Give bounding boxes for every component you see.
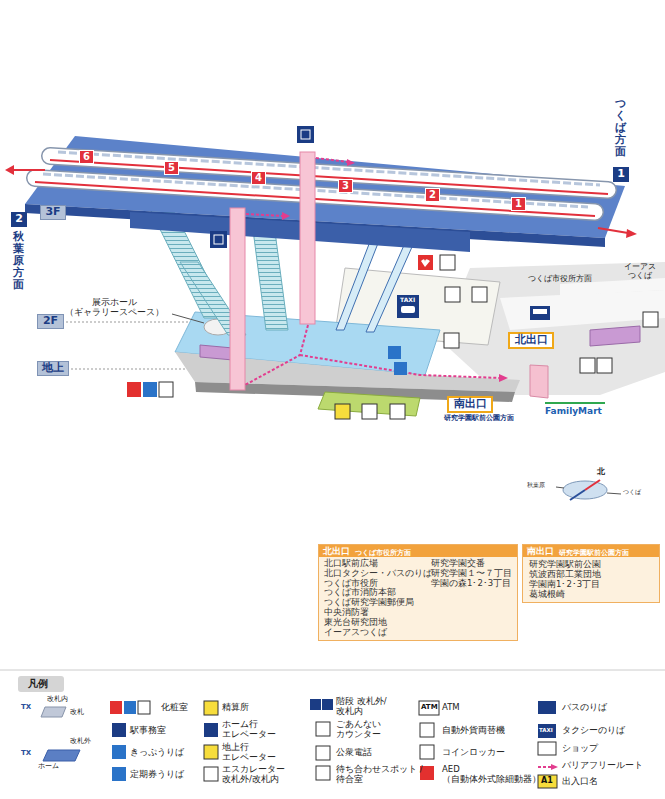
floor-label-text: 地上 [42,362,64,375]
track-number: 5 [164,161,179,175]
legend-text: ショップ [562,744,598,754]
legend-text: きっぷうりば [130,748,184,758]
legend-text: 待ち合わせスポット /待合室 [336,765,431,785]
compass-label: 北 [597,467,605,476]
destination-text: 研究学園交番 [431,559,485,569]
direction-label: イーアス つくば [618,262,662,280]
legend-text: 公衆電話 [336,748,372,758]
legend-text: 駅事務室 [130,726,166,736]
destination-text: 葛城根崎 [529,590,565,600]
destination-text: つくば市役所 [324,579,378,589]
legend-text: 定期券うりば [130,770,184,780]
callout-label: 展示ホール （ギャラリースペース） [54,297,174,318]
track-number-text: 2 [429,189,436,201]
destination-text: 学園南1･2･3丁目 [529,580,600,590]
direction-text: つくば方面 [615,98,626,158]
floor-label: 2F [37,314,64,329]
shop-name: FamilyMart [545,406,602,416]
track-number: 3 [338,179,353,193]
exit-name-text: 北出口 [515,334,548,347]
track-number-text: 1 [515,198,522,210]
floor-label: 3F [40,205,66,220]
legend-text: ホーム [38,762,59,770]
destination-text: 北口タクシー・バスのりば [324,569,432,579]
panel-header-text: 北出口 [323,545,350,557]
destination-text: 中央消防署 [324,608,369,618]
legend-text: 階段 改札外/改札内 [336,697,410,717]
legend-text: タクシーのりば [562,726,625,736]
destination-text: イーアスつくば [324,628,387,638]
direction-number-text: 2 [15,213,23,226]
legend-text: 出入口名 [562,777,598,787]
icon-text: TAXI [539,727,553,733]
track-number: 6 [79,150,94,164]
track-number-text: 3 [342,180,349,192]
exit-name: 北出口 [508,332,554,349]
legend-text: コインロッカー [442,748,505,758]
destination-text: つくば研究学園郵便局 [324,598,414,608]
logo-text: TX [21,749,31,757]
destination-text: 北口駅前広場 [324,559,378,569]
legend-text: 地上行 エレベーター [222,743,284,763]
track-number-text: 5 [168,162,175,174]
icon-text: TAXI [400,297,415,304]
compass-label: 秋葉原 [527,482,545,489]
destination-text: 東光台研究団地 [324,618,387,628]
legend-text: ごあんない カウンター [336,720,398,740]
icon-text: A1 [541,776,553,785]
legend-text: バリアフリールート [562,761,643,771]
direction-label: 研究学園駅前公園方面 [444,414,514,422]
exit-name: 南出口 [447,396,493,413]
track-number-text: 6 [83,151,90,163]
track-number: 1 [511,197,526,211]
legend-text: バスのりば [562,703,607,713]
track-number: 2 [425,188,440,202]
compass-label: つくば [623,489,641,496]
legend-text: 改札 [70,708,84,716]
legend-text: ATM [442,703,460,713]
exit-name-text: 南出口 [454,398,487,411]
legend-text: ホーム行 エレベーター [222,720,284,740]
panel-header-text: つくば市役所方面 [355,547,411,559]
direction-number-text: 1 [617,168,625,181]
legend-text: 改札外 [70,737,91,745]
destination-text: 筑波西部工業団地 [529,570,601,580]
legend-text: 自動外貨両替機 [442,726,505,736]
legend-text: 化粧室 [161,703,188,713]
exit-info-panel: 北出口つくば市役所方面北口駅前広場北口タクシー・バスのりばつくば市役所つくば市消… [318,544,518,641]
legend-title: 凡例 [28,678,48,690]
track-number-text: 4 [255,172,262,184]
legend-text: 精算所 [222,703,249,713]
panel-header-text: 南出口 [527,545,554,557]
direction-label: つくば市役所方面 [528,274,592,283]
destination-text: 研究学園駅前公園 [529,560,601,570]
destination-text: 学園の森1･2･3丁目 [431,579,511,589]
direction-number: 2 [11,212,27,227]
legend-text: 改札内 [47,695,68,703]
destination-text: 研究学園１〜７丁目 [431,569,512,579]
direction-number: 1 [613,167,629,182]
destination-text: つくば市消防本部 [324,588,396,598]
floor-label: 地上 [37,361,69,376]
icon-text: ATM [421,703,438,711]
legend-text: エスカレーター 改札外/改札内 [222,765,296,785]
panel-header-text: 研究学園駅前公園方面 [559,547,629,559]
floor-label-text: 2F [43,315,58,328]
track-number: 4 [251,171,266,185]
legend-text: AED （自動体外式除細動器） [442,765,554,785]
exit-info-panel: 南出口研究学園駅前公園方面研究学園駅前公園筑波西部工業団地学園南1･2･3丁目葛… [522,544,660,603]
floor-label-text: 3F [45,206,60,219]
direction-text: 秋葉原方面 [13,231,24,291]
logo-text: TX [21,703,31,711]
